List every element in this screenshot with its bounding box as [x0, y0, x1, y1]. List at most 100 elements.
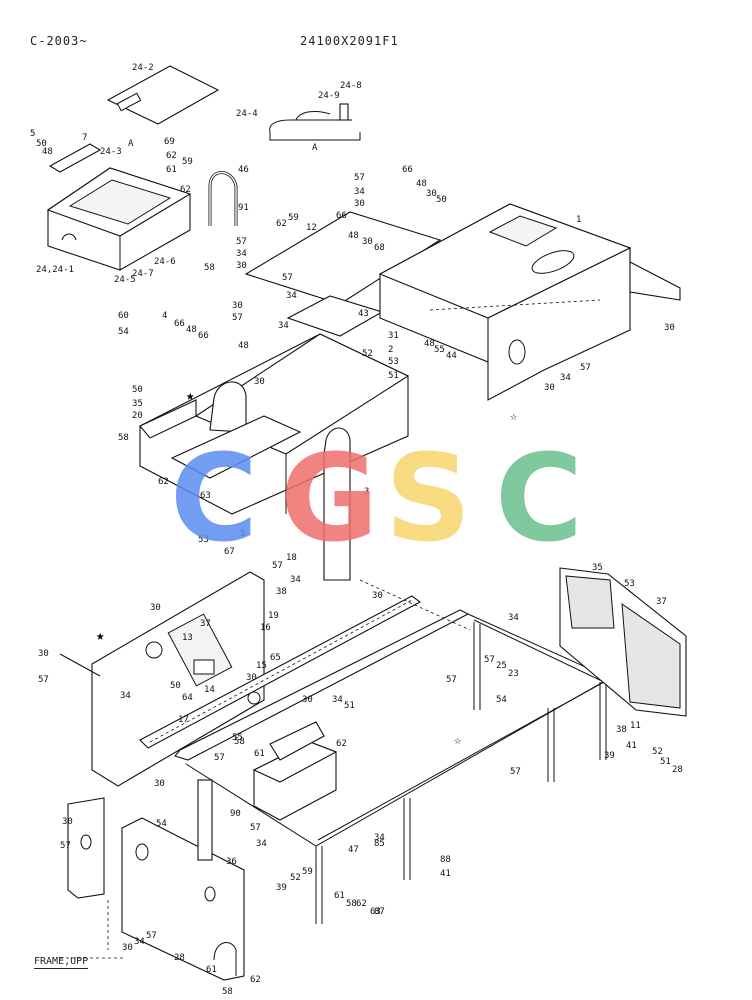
callout-label: 30 [236, 261, 247, 271]
callout-label: 30 [302, 695, 313, 705]
callout-label: 30 [664, 323, 675, 333]
callout-label: 58 [204, 263, 215, 273]
callout-label: 57 [354, 173, 365, 183]
callout-label: 34 [290, 575, 301, 585]
callout-label: 57 [446, 675, 457, 685]
callout-label: 57 [250, 823, 261, 833]
svg-text:★: ★ [186, 388, 195, 404]
callout-label: 62 [158, 477, 169, 487]
callout-label: 17 [178, 715, 189, 725]
callout-label: 61 [254, 749, 265, 759]
callout-label: 50 [170, 681, 181, 691]
callout-label: 34 [508, 613, 519, 623]
callout-label: 24-3 [100, 147, 122, 157]
callout-label: 24-2 [132, 63, 154, 73]
watermark-letter: S [385, 430, 471, 569]
callout-label: 46 [238, 165, 249, 175]
callout-label: 29 [0, 0, 11, 3]
callout-label: 24,24-1 [36, 265, 74, 275]
callout-label: 30 [154, 779, 165, 789]
callout-label: 48 [416, 179, 427, 189]
svg-text:☆: ☆ [454, 733, 461, 747]
callout-label: 39 [276, 883, 287, 893]
callout-label: 52 [362, 349, 373, 359]
watermark-letter: G [280, 430, 379, 569]
callout-label: 57 [272, 561, 283, 571]
callout-label: 87 [374, 907, 385, 917]
callout-label: 57 [236, 237, 247, 247]
callout-label: 24-8 [340, 81, 362, 91]
callout-label: 62 [180, 185, 191, 195]
callout-label: 34 [354, 187, 365, 197]
callout-label: 5 [240, 529, 245, 539]
callout-label: 48 [424, 339, 435, 349]
callout-label: 30 [246, 673, 257, 683]
callout-label: 62 [250, 975, 261, 985]
callout-label: 16 [260, 623, 271, 633]
callout-label: 62 [276, 219, 287, 229]
callout-label: 30 [254, 377, 265, 387]
watermark-letter: C [495, 430, 583, 569]
callout-label: 67 [224, 547, 235, 557]
callout-label: 32 [0, 0, 11, 3]
callout-label: 30 [150, 603, 161, 613]
callout-label: 62 [336, 739, 347, 749]
callout-label: 58 [222, 987, 233, 997]
callout-label: 54 [118, 327, 129, 337]
callout-label: 1 [576, 215, 581, 225]
callout-label: 30 [232, 301, 243, 311]
callout-label: 57 [580, 363, 591, 373]
part-side-cover-6 [121, 817, 245, 981]
svg-text:★: ★ [96, 628, 105, 644]
callout-label: 18 [286, 553, 297, 563]
callout-label: 38 [616, 725, 627, 735]
callout-label: 23 [508, 669, 519, 679]
callout-label: 44 [446, 351, 457, 361]
callout-label: 59 [302, 867, 313, 877]
callout-label: 55 [232, 733, 243, 743]
callout-label: 24-7 [132, 269, 154, 279]
part-main-cover-1 [378, 203, 681, 401]
drawing-number: 24100X2091F1 [300, 34, 399, 48]
callout-label: 30 [0, 0, 11, 3]
callout-label: 57 [232, 313, 243, 323]
callout-label: 30 [372, 591, 383, 601]
callout-label: 41 [626, 741, 637, 751]
callout-label: 48 [238, 341, 249, 351]
callout-label: 58 [118, 433, 129, 443]
callout-label: 34 [134, 937, 145, 947]
callout-label: 54 [156, 819, 167, 829]
callout-label: 36 [226, 857, 237, 867]
callout-label: 59 [288, 213, 299, 223]
callout-label: 61 [206, 965, 217, 975]
callout-label: 13 [182, 633, 193, 643]
callout-label: 51 [388, 371, 399, 381]
callout-label: 33 [0, 0, 11, 3]
callout-label: 57 [60, 841, 71, 851]
detail-view-a [269, 103, 361, 141]
part-pillar-85 [197, 779, 213, 861]
callout-label: 51 [660, 757, 671, 767]
callout-label: 37 [200, 619, 211, 629]
assembly-markers: ★ ★ ☆ ☆ [96, 388, 517, 747]
callout-label: 63 [200, 491, 211, 501]
callout-label: 60 [118, 311, 129, 321]
callout-label: 62 [166, 151, 177, 161]
callout-label: 58 [346, 899, 357, 909]
callout-label: 30 [354, 199, 365, 209]
frame-caption: FRAME,UPP [34, 956, 89, 969]
callout-label: 14 [204, 685, 215, 695]
callout-label: 15 [256, 661, 267, 671]
callout-label: 61 [334, 891, 345, 901]
watermark-letter: C [170, 430, 258, 569]
part-seat-box-35 [139, 333, 410, 581]
callout-label: 39 [604, 751, 615, 761]
callout-label: 30 [362, 237, 373, 247]
callout-label: 66 [198, 331, 209, 341]
callout-label: 28 [672, 765, 683, 775]
part-side-panel-13 [59, 571, 265, 787]
callout-label: 48 [348, 231, 359, 241]
callout-label: 7 [82, 133, 87, 143]
callout-label: 4 [162, 311, 167, 321]
